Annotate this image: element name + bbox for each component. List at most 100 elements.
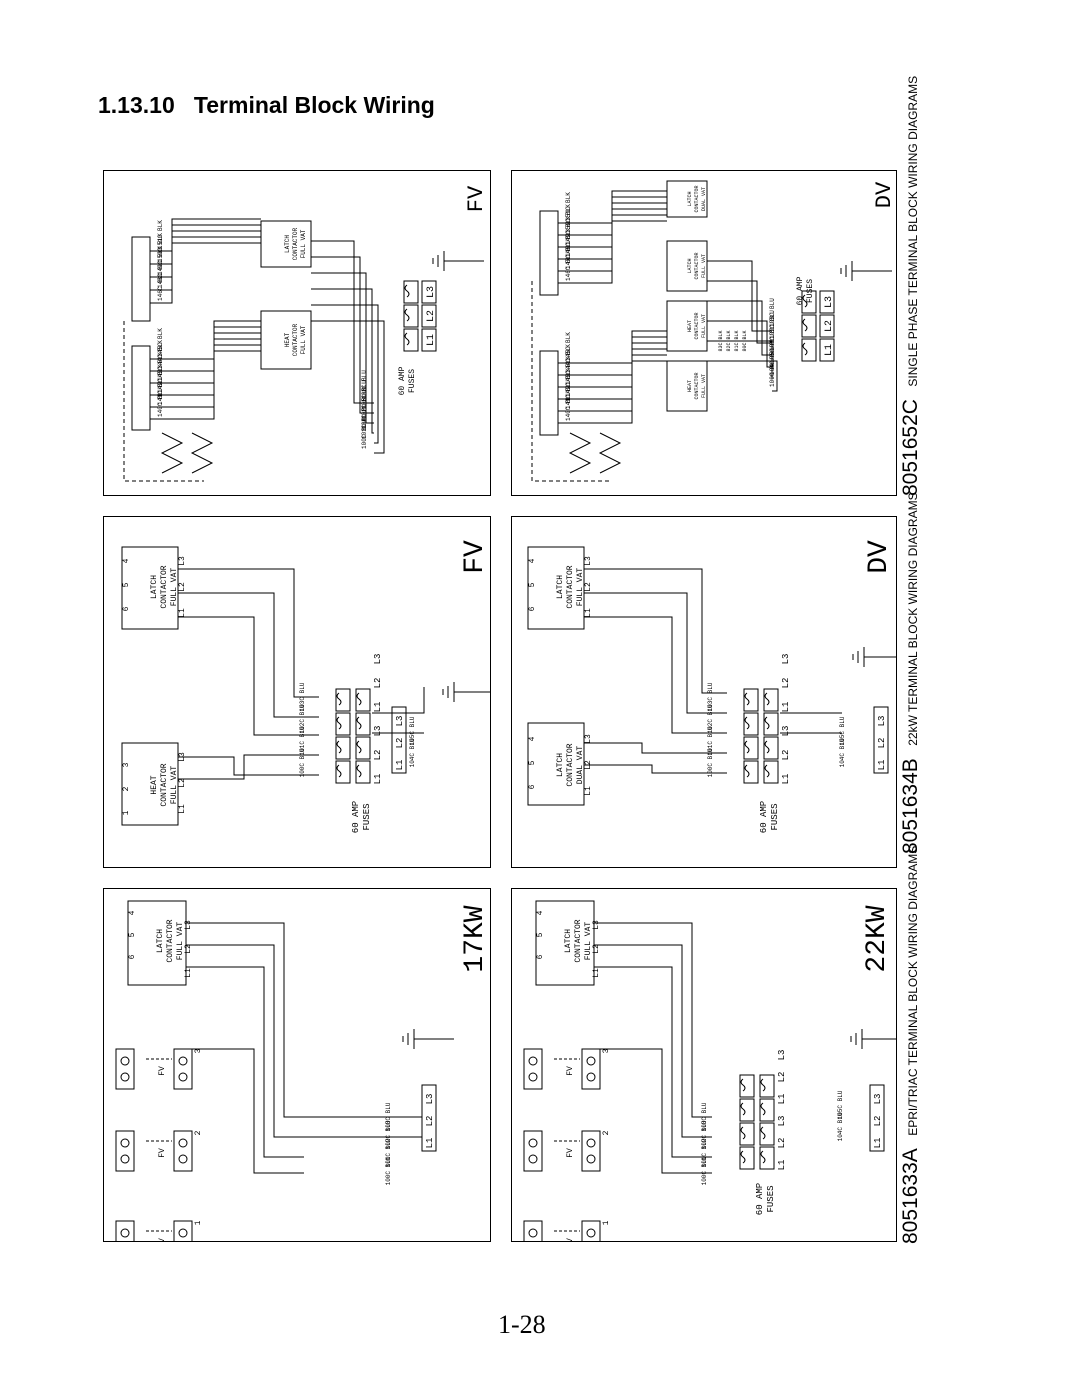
wire-label-line: 101C BLU bbox=[701, 1138, 708, 1167]
terminal-label: L1 bbox=[373, 702, 383, 713]
wire-label: 103C BLU bbox=[707, 682, 714, 711]
terminal-label-line: L2 bbox=[781, 750, 791, 761]
contactor-label-line: FULL VAT bbox=[701, 314, 707, 338]
terminal-label-line: L3 bbox=[777, 1116, 787, 1127]
output-terminal-label-line: L2 bbox=[873, 1116, 883, 1127]
terminal-label: L1 bbox=[781, 774, 791, 785]
heat-contactor-box bbox=[121, 742, 179, 826]
terminal-label-line: L3 bbox=[373, 654, 383, 665]
terminal-label-line: L2 bbox=[373, 678, 383, 689]
board-wire-label: 142C BLK bbox=[157, 364, 164, 393]
terminal-label-line: L2 bbox=[781, 678, 791, 689]
fv-number: 1 bbox=[602, 1220, 611, 1225]
pin-number: 5 bbox=[128, 932, 137, 937]
board-wire-label: 144C BLK bbox=[565, 344, 572, 373]
pin-number-line: 6 bbox=[528, 606, 537, 611]
wire-label: 102C BLU bbox=[385, 1120, 392, 1149]
triac-terminal bbox=[581, 1130, 601, 1172]
vat-label-line: DV bbox=[864, 540, 895, 574]
fuse-symbol bbox=[744, 764, 750, 778]
wire-label-line: 102C BLU bbox=[707, 704, 714, 733]
output-terminal-label-line: L1 bbox=[395, 760, 405, 771]
wire-label: 102C BLU bbox=[707, 704, 714, 733]
fuse-block bbox=[739, 1074, 755, 1098]
wire bbox=[707, 340, 773, 379]
contact-label: L1 bbox=[184, 968, 193, 978]
board-wire-label: 151C BLK bbox=[157, 220, 164, 249]
screw-icon bbox=[586, 1228, 596, 1238]
wire bbox=[311, 272, 374, 424]
contact-label-line: L3 bbox=[584, 734, 593, 744]
terminal-label: L3 bbox=[824, 296, 835, 308]
terminal-label: L1 bbox=[824, 344, 835, 356]
fuses-label-line: 60 AMP bbox=[351, 801, 361, 833]
triac-terminal bbox=[115, 1130, 135, 1172]
pin-number-line: 3 bbox=[122, 762, 131, 767]
output-terminal-label-line: L2 bbox=[877, 738, 887, 749]
fuses-label-line: 60 AMP bbox=[398, 366, 407, 395]
fuse-block bbox=[801, 290, 817, 314]
kw-label: 22KW bbox=[862, 905, 893, 972]
board-wire-label-line: 143C BLK bbox=[157, 352, 164, 381]
fv-number-line: 2 bbox=[194, 1130, 203, 1135]
pin-number-line: 5 bbox=[122, 582, 131, 587]
drawing-number: 8051634B bbox=[899, 758, 922, 854]
wire-label: 101C BLU bbox=[299, 726, 306, 755]
board-wire bbox=[558, 342, 667, 388]
contactor-label-line: LATCH bbox=[687, 191, 693, 206]
wire-label-line: 103C BLU bbox=[707, 682, 714, 711]
terminal-label-line: L2 bbox=[777, 1138, 787, 1149]
fuse-block bbox=[801, 338, 817, 362]
fv-label-line: FV bbox=[566, 1066, 575, 1076]
wire-label: 104C BLU bbox=[837, 1112, 844, 1141]
output-terminal-label: L1 bbox=[873, 1138, 883, 1149]
pin-number-line: 4 bbox=[536, 910, 545, 915]
terminal-label-line: L1 bbox=[777, 1160, 787, 1171]
wire-label: 104C BLU bbox=[409, 738, 416, 767]
contact-label-line: L2 bbox=[592, 944, 601, 954]
board-wire-label: 145C BLK bbox=[565, 332, 572, 361]
board-wire-label-line: 149C BLK bbox=[565, 216, 572, 245]
pin-number: 4 bbox=[128, 910, 137, 915]
terminal-label: L3 bbox=[781, 726, 791, 737]
fv-number-line: 2 bbox=[602, 1130, 611, 1135]
wire-label-line: 102C BLU bbox=[701, 1120, 708, 1149]
board-wire-label: 143C BLK bbox=[565, 356, 572, 385]
board-wire-label: 146C BLU bbox=[157, 272, 164, 301]
latch-contactor-label-line: CONTACTOR bbox=[566, 565, 575, 608]
terminal-label-line: L1 bbox=[373, 774, 383, 785]
fuse-symbol bbox=[404, 332, 410, 346]
board-wire-label-line: 145C BLK bbox=[565, 332, 572, 361]
fuse-block bbox=[739, 1146, 755, 1170]
contact-label-line: L3 bbox=[584, 556, 593, 566]
board-wire-label-line: 149C BLK bbox=[157, 246, 164, 275]
terminal-board-b bbox=[539, 350, 559, 436]
caption-text: SINGLE PHASE TERMINAL BLOCK WIRING DIAGR… bbox=[906, 75, 920, 387]
vat-label: FV bbox=[460, 540, 490, 574]
pin-number: 5 bbox=[122, 582, 131, 587]
fv-number: 2 bbox=[194, 1130, 203, 1135]
fv-number-line: 3 bbox=[602, 1048, 611, 1053]
board-wire-label-line: 151C BLK bbox=[565, 192, 572, 221]
heating-element bbox=[568, 432, 592, 474]
fv-label: FV bbox=[158, 1148, 167, 1158]
contact-label-line: L2 bbox=[178, 582, 187, 592]
fuse-block bbox=[335, 712, 351, 736]
fuses-label-line: 60 AMP bbox=[796, 276, 805, 305]
board-wire-label: 145C BLK bbox=[157, 328, 164, 357]
fuse-symbol bbox=[336, 692, 342, 706]
fuses-label-line: FUSES bbox=[408, 369, 417, 393]
contact-label: L1 bbox=[178, 804, 187, 814]
wire bbox=[707, 360, 778, 392]
heat-contactor-label-line: FULL VAT bbox=[170, 766, 179, 805]
pin-number-line: 4 bbox=[528, 558, 537, 563]
latch-contactor-label-line: CONTACTOR bbox=[574, 919, 583, 962]
triac-terminal bbox=[523, 1048, 543, 1090]
wire-label: 103C BLU bbox=[361, 370, 368, 399]
screw-icon bbox=[586, 1154, 596, 1164]
output-terminal-label-line: L2 bbox=[425, 1116, 435, 1127]
fuse-symbol bbox=[740, 1126, 746, 1140]
wire bbox=[707, 280, 772, 344]
